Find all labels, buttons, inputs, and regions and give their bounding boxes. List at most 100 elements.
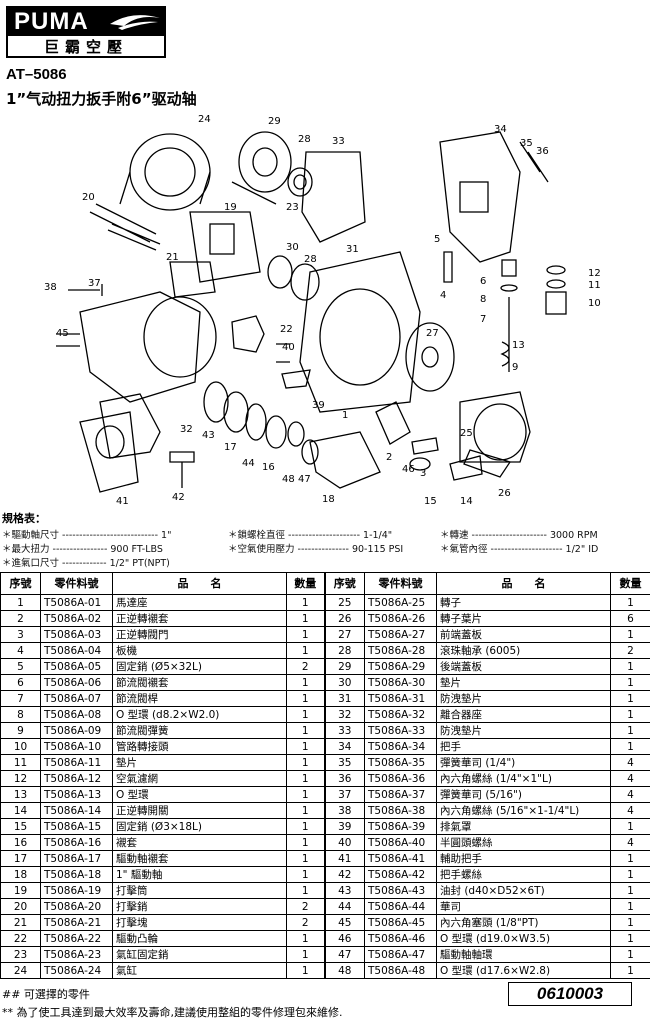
spec-speed: ＊轉速 ---------------------- 3000 RPM [440,530,598,541]
brand-chinese-name: 巨霸空壓 [43,38,128,56]
cell-qty: 1 [610,626,650,643]
cell-part-number: T5086A-35 [364,754,437,771]
callout-29: 29 [268,116,281,127]
cell-qty: 1 [610,674,650,691]
cell-description: 把手螺絲 [436,866,611,883]
cell-qty: 1 [610,818,650,835]
cell-part-number: T5086A-39 [364,818,437,835]
header-no: 序號 [0,572,41,595]
header-qty: 數量 [286,572,325,595]
cell-qty: 1 [286,690,325,707]
cell-part-number: T5086A-36 [364,770,437,787]
cell-part-number: T5086A-22 [40,930,113,947]
cell-part-number: T5086A-26 [364,610,437,627]
callout-47: 47 [298,474,311,485]
cell-part-number: T5086A-37 [364,786,437,803]
part-cylinder-shape [129,133,211,211]
cell-part-number: T5086A-10 [40,738,113,755]
cell-description: 節流閥襯套 [112,674,287,691]
cell-qty: 1 [286,946,325,963]
callout-40: 40 [282,342,295,353]
cell-part-number: T5086A-41 [364,850,437,867]
cell-no: 44 [323,898,365,915]
cell-no: 39 [323,818,365,835]
spec-drive-size: ＊驅動軸尺寸 ---------------------------- 1" [2,530,172,541]
cell-no: 12 [0,770,41,787]
cell-part-number: T5086A-28 [364,642,437,659]
cell-qty: 1 [286,594,325,611]
cell-description: O 型環 (d17.6×W2.8) [436,962,611,979]
cell-part-number: T5086A-18 [40,866,113,883]
cell-description: 固定銷 (Ø3×18L) [112,818,287,835]
header-no: 序號 [323,572,365,595]
callout-26: 26 [498,488,511,499]
spec-air-pressure: ＊空氣使用壓力 --------------- 90-115 PSI [228,544,404,555]
callout-39: 39 [312,400,325,411]
cell-part-number: T5086A-47 [364,946,437,963]
cell-no: 45 [323,914,365,931]
cell-no: 47 [323,946,365,963]
cell-no: 26 [323,610,365,627]
cell-no: 14 [0,802,41,819]
cell-part-number: T5086A-45 [364,914,437,931]
spec-max-torque: ＊最大扭力 ---------------- 900 FT-LBS [2,544,163,555]
product-title: 1”气动扭力扳手附6”驱动轴 [6,90,197,108]
cell-qty: 1 [610,914,650,931]
callout-17: 17 [224,442,237,453]
cell-part-number: T5086A-48 [364,962,437,979]
cell-description: 打擊銷 [112,898,287,915]
cell-no: 16 [0,834,41,851]
cell-qty: 1 [610,930,650,947]
callout-4: 4 [440,290,446,301]
cell-qty: 4 [610,802,650,819]
header-description: 品 名 [436,572,611,595]
cell-part-number: T5086A-25 [364,594,437,611]
cell-qty: 1 [286,626,325,643]
cell-no: 7 [0,690,41,707]
callout-8: 8 [480,294,486,305]
cell-qty: 1 [286,882,325,899]
cell-description: 節流閥桿 [112,690,287,707]
callout-35: 35 [520,138,533,149]
cell-no: 20 [0,898,41,915]
cell-qty: 4 [610,834,650,851]
cell-qty: 1 [286,610,325,627]
cell-no: 6 [0,674,41,691]
cell-qty: 2 [286,658,325,675]
callout-12: 12 [588,268,601,279]
cell-no: 38 [323,802,365,819]
optional-parts-note: ## 可選擇的零件 [2,988,90,1001]
cell-qty: 1 [286,930,325,947]
callout-6: 6 [480,276,486,287]
callout-37: 37 [88,278,101,289]
cell-part-number: T5086A-23 [40,946,113,963]
callout-3: 3 [420,468,426,479]
cell-no: 8 [0,706,41,723]
cell-no: 13 [0,786,41,803]
cell-description: 管路轉接頭 [112,738,287,755]
cell-part-number: T5086A-21 [40,914,113,931]
cell-description: 驅動軸軸環 [436,946,611,963]
cell-qty: 1 [610,722,650,739]
brand-logo: PUMA 巨霸空壓 [6,6,166,58]
header-qty: 數量 [610,572,650,595]
cell-qty: 1 [610,738,650,755]
repair-kit-note: ** 為了使工具達到最大效率及壽命,建議使用整組的零件修理包來維修. [2,1006,343,1019]
cell-qty: 4 [610,786,650,803]
cell-part-number: T5086A-05 [40,658,113,675]
cell-part-number: T5086A-42 [364,866,437,883]
cell-description: O 型環 (d8.2×W2.0) [112,706,287,723]
cell-description: 彈簧華司 (5/16") [436,786,611,803]
cell-description: 驅動軸襯套 [112,850,287,867]
callout-16: 16 [262,462,275,473]
cell-no: 1 [0,594,41,611]
